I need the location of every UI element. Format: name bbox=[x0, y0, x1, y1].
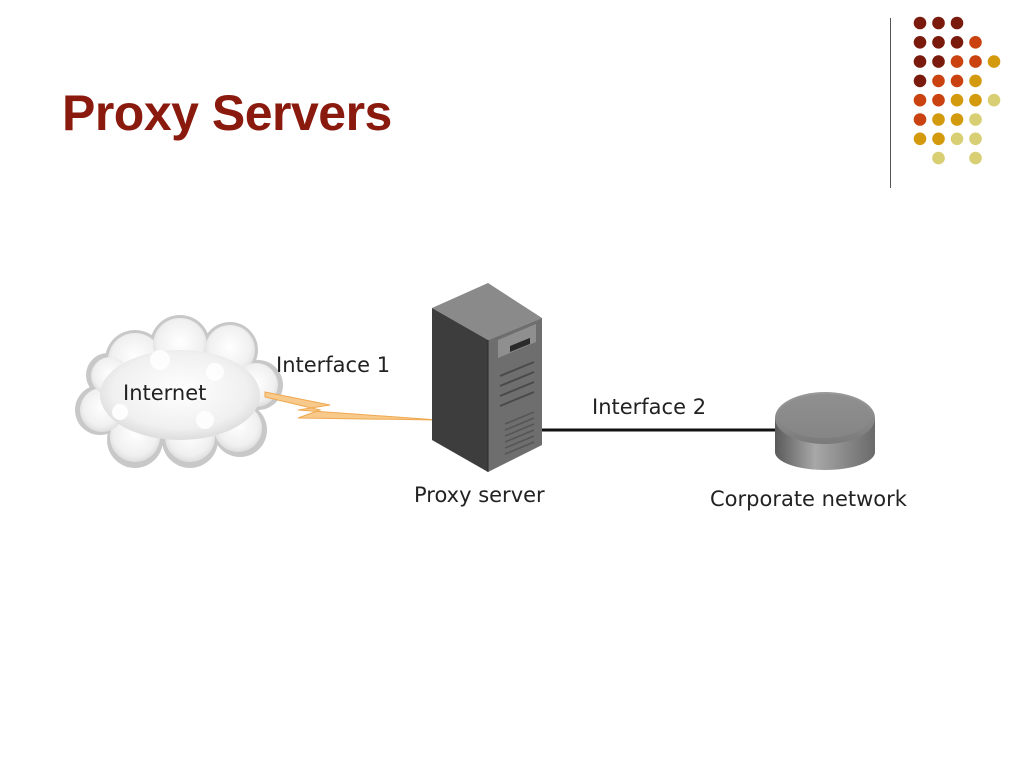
decorative-dot bbox=[950, 132, 964, 146]
decorative-dot bbox=[932, 113, 945, 126]
decorative-dot bbox=[987, 55, 1001, 68]
decorative-dot bbox=[932, 132, 945, 146]
slide-title: Proxy Servers bbox=[62, 85, 392, 141]
decorative-dot bbox=[932, 93, 945, 107]
decorative-dot bbox=[950, 55, 964, 68]
decorative-dot bbox=[987, 93, 1001, 107]
proxy-server-label: Proxy server bbox=[414, 483, 545, 507]
decorative-dot bbox=[913, 93, 927, 107]
decorative-dot bbox=[932, 16, 945, 30]
corporate-network-label: Corporate network bbox=[710, 487, 907, 511]
cloud-icon bbox=[75, 315, 283, 468]
decorative-dot bbox=[969, 74, 982, 88]
decorative-dot bbox=[950, 113, 964, 126]
decorative-dot bbox=[969, 55, 982, 68]
decorative-dot bbox=[932, 55, 945, 68]
decorative-dot bbox=[969, 151, 982, 165]
decorative-dot bbox=[932, 151, 945, 165]
decorative-dot bbox=[913, 16, 927, 30]
lightning-link-icon bbox=[264, 391, 439, 421]
internet-label: Internet bbox=[123, 381, 207, 405]
decorative-dot bbox=[913, 113, 927, 126]
server-tower-icon bbox=[432, 283, 542, 472]
interface-1-label: Interface 1 bbox=[276, 353, 391, 377]
interface-2-label: Interface 2 bbox=[592, 395, 707, 419]
decorative-dot bbox=[969, 132, 982, 146]
decorative-dot bbox=[969, 36, 982, 49]
decorative-dot bbox=[932, 36, 945, 49]
decorative-dot bbox=[969, 93, 982, 107]
decorative-dot bbox=[950, 16, 964, 30]
decorative-dot bbox=[913, 36, 927, 49]
header-divider bbox=[890, 18, 891, 188]
decorative-dot bbox=[932, 74, 945, 88]
decorative-dot-grid bbox=[913, 16, 1001, 165]
decorative-dot bbox=[950, 36, 964, 49]
decorative-dot bbox=[950, 93, 964, 107]
decorative-dot bbox=[913, 74, 927, 88]
decorative-dot bbox=[913, 55, 927, 68]
decorative-dot bbox=[913, 132, 927, 146]
network-disk-icon bbox=[775, 392, 875, 470]
decorative-dot bbox=[969, 113, 982, 126]
decorative-dot bbox=[950, 74, 964, 88]
